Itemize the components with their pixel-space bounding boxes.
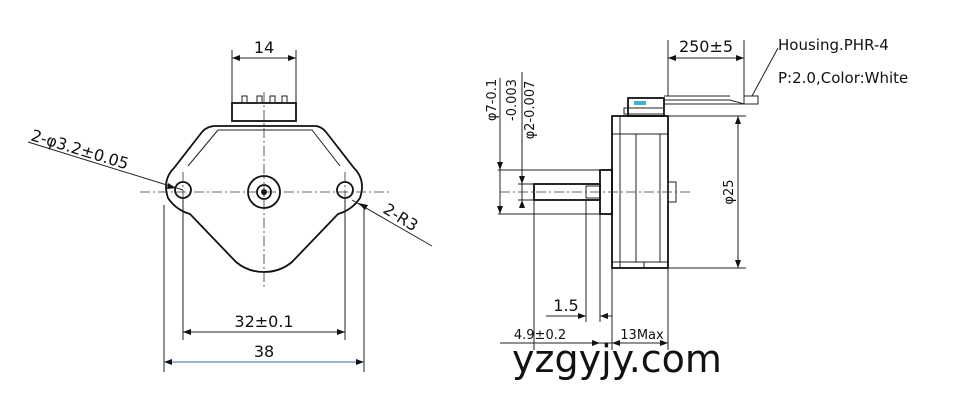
dim-shaft-tol-upper: -0.003	[505, 79, 520, 121]
dim-hole-pitch: 32±0.1	[234, 312, 293, 331]
dim-cable-length: 250±5	[679, 37, 733, 56]
dim-shaft-diameter: φ2-0.007	[523, 81, 538, 140]
dim-flat-length: 1.5	[553, 296, 578, 315]
front-view: 14 2-φ3.2±0.05 2-R3 32±0.1 38	[27, 38, 433, 372]
dim-body-diameter: φ25	[722, 179, 737, 204]
dim-corner-radius: 2-R3	[380, 199, 422, 235]
connector-note-housing: Housing.PHR-4	[778, 36, 889, 54]
dim-hole-diameter: 2-φ3.2±0.05	[29, 126, 131, 174]
dim-top-width: 14	[254, 38, 274, 57]
connector-housing	[627, 97, 665, 117]
cable	[664, 95, 759, 105]
dim-boss-diameter: φ7-0.1	[485, 79, 500, 121]
watermark: yzgyjy.com	[512, 337, 722, 381]
connector-note-pitch: P:2.0,Color:White	[778, 69, 908, 87]
dim-overall-width: 38	[254, 342, 274, 361]
top-connector	[231, 102, 297, 122]
dim-shaft-length: 4.9±0.2	[514, 328, 566, 343]
dim-max-length: 13Max	[620, 328, 664, 343]
side-view: 250±5 Housing.PHR-4 P:2.0,Color:White φ2…	[485, 36, 908, 350]
